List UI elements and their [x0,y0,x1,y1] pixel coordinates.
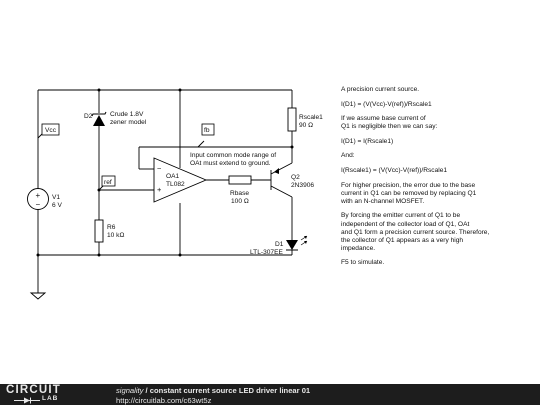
circuit-title: constant current source LED driver linea… [149,386,311,395]
title-separator: / [143,386,150,395]
net-label-vcc: Vcc [37,123,60,139]
note-paragraph: For higher precision, the error due to t… [341,181,477,205]
svg-text:Q2: Q2 [291,174,300,181]
circuit-url-link[interactable]: http://circuitlab.com/c63wt5z [116,396,212,405]
net-label-ref: ref [98,175,116,191]
svg-text:−: − [157,164,162,173]
resistor-r6: R6 10 kΩ [94,219,124,243]
note-paragraph: If we assume base current of Q1 is negli… [341,115,438,131]
svg-text:+: + [157,185,162,194]
svg-text:100 Ω: 100 Ω [231,198,249,205]
zener-diode-d2: D2 Crude 1.8V zener model [84,111,147,126]
note-paragraph: I(D1) = I(Rscale1) [341,137,394,145]
svg-text:−: − [36,200,41,209]
opamp-note-line1: Input common mode range of [190,152,276,159]
svg-text:R6: R6 [107,224,116,231]
wires [37,89,293,293]
note-paragraph: And: [341,152,355,160]
note-paragraph: F5 to simulate. [341,259,385,267]
author-link[interactable]: signality [116,386,144,395]
svg-text:Vcc: Vcc [45,127,57,134]
svg-text:D2: D2 [84,113,93,120]
net-label-fb: fb [197,123,215,148]
circuit-schematic: Vcc fb ref + − V1 6 V D2 Crude 1.8V zene… [27,88,323,300]
svg-text:Crude 1.8V: Crude 1.8V [110,111,144,118]
note-paragraph: A precision current source. [341,86,420,93]
svg-text:2N3906: 2N3906 [291,182,314,189]
svg-text:6 V: 6 V [52,202,62,209]
footer-title: signality / constant current source LED … [116,386,310,395]
svg-text:fb: fb [204,127,210,134]
svg-text:TL082: TL082 [166,181,185,188]
circuitlab-logo[interactable]: CIRCUIT LAB [6,384,94,404]
logo-text-circuit: CIRCUIT [6,384,62,396]
svg-text:V1: V1 [52,194,60,201]
logo-text-lab: LAB [42,395,59,402]
note-paragraph: I(D1) = (V(Vcc)-V(ref))/Rscale1 [341,100,432,108]
logo-diode-icon [14,397,40,404]
svg-text:D1: D1 [275,241,284,248]
note-paragraph: By forcing the emitter current of Q1 to … [341,212,490,252]
svg-text:90 Ω: 90 Ω [299,122,313,129]
note-paragraph: I(Rscale1) = (V(Vcc)-V(ref))/Rscale1 [341,167,448,175]
svg-text:Rscale1: Rscale1 [299,114,323,121]
opamp-oa1: − + OA1 TL082 [153,157,208,203]
led-d1: D1 LTL-307EE [250,235,308,256]
description-notes: A precision current source. I(D1) = (V(V… [341,86,531,274]
svg-text:OA1: OA1 [166,173,180,180]
svg-text:ref: ref [104,179,112,186]
svg-text:zener model: zener model [110,119,147,126]
resistor-rscale1: Rscale1 90 Ω [287,107,323,132]
svg-text:10 kΩ: 10 kΩ [107,232,124,239]
svg-text:Rbase: Rbase [230,190,249,197]
resistor-rbase: Rbase 100 Ω [228,175,252,205]
svg-text:LTL-307EE: LTL-307EE [250,249,283,256]
opamp-note-line2: OAt must extend to ground. [190,160,271,167]
voltage-source-v1: + − V1 6 V [27,188,62,210]
footer-bar: CIRCUIT LAB signality / constant current… [0,384,540,405]
junction-dots [36,88,294,257]
ground-symbol [29,292,47,300]
svg-text:+: + [36,191,41,200]
transistor-q2: Q2 2N3906 [274,168,314,189]
